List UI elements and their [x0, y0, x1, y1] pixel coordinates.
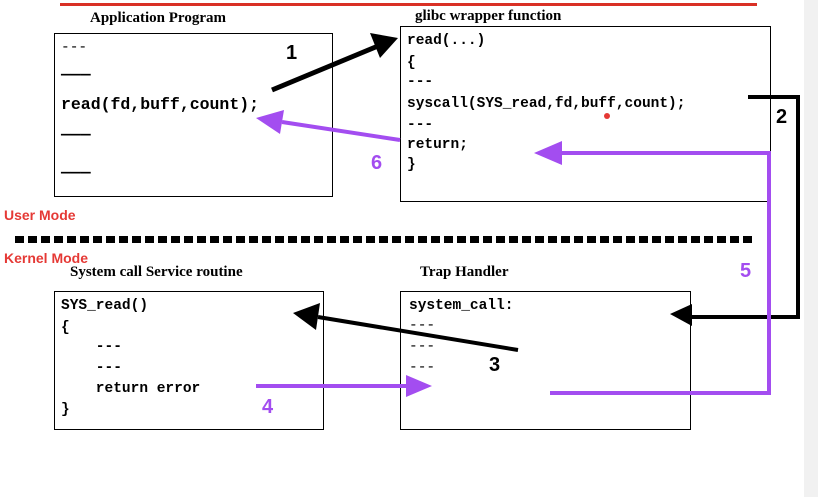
service-line-2: { — [61, 320, 70, 336]
wrapper-line-7: } — [407, 157, 416, 173]
top-rule — [60, 3, 757, 6]
step-4-label: 4 — [262, 396, 274, 418]
service-routine-box — [54, 291, 324, 430]
scrollbar-track[interactable] — [804, 0, 818, 497]
arrow-1 — [271, 33, 398, 93]
app-program-caption: Application Program — [90, 10, 226, 26]
arrow-6 — [256, 110, 401, 142]
step-1-label: 1 — [286, 42, 298, 64]
pointer-dot — [604, 113, 610, 119]
glibc-wrapper-box — [400, 26, 771, 202]
app-program-box — [54, 33, 333, 197]
step-3-label: 3 — [489, 354, 501, 376]
step-2-label: 2 — [776, 106, 788, 128]
app-line-5: ——— — [61, 163, 91, 182]
wrapper-line-3: --- — [407, 74, 434, 90]
trap-line-3: --- — [409, 339, 436, 355]
trap-handler-box — [400, 291, 691, 430]
kernel-mode-label: Kernel Mode — [4, 250, 89, 266]
wrapper-line-5: --- — [407, 117, 434, 133]
service-line-3: --- — [61, 339, 122, 355]
service-line-1: SYS_read() — [61, 298, 149, 314]
wrapper-return: return; — [407, 137, 468, 153]
arrow-5 — [534, 141, 771, 395]
arrow-4 — [256, 375, 432, 397]
service-line-6: } — [61, 402, 70, 418]
wrapper-syscall: syscall(SYS_read,fd,buff,count); — [407, 96, 686, 112]
app-line-1: --- — [61, 40, 88, 56]
trap-line-4: --- — [409, 360, 436, 376]
user-mode-label: User Mode — [4, 207, 76, 223]
arrow-2 — [670, 95, 800, 326]
wrapper-line-1: read(...) — [407, 33, 486, 49]
step-5-label: 5 — [740, 260, 752, 282]
wrapper-line-2: { — [407, 55, 416, 71]
service-return-error: return error — [61, 381, 201, 397]
glibc-wrapper-caption: glibc wrapper function — [415, 8, 562, 24]
trap-system-call: system_call: — [409, 298, 514, 314]
app-line-2: ——— — [61, 65, 91, 84]
trap-line-2: --- — [409, 318, 436, 334]
service-line-4: --- — [61, 360, 122, 376]
mode-divider — [15, 236, 752, 243]
service-routine-caption: System call Service routine — [70, 264, 243, 280]
app-line-4: ——— — [61, 125, 91, 144]
arrow-3 — [293, 303, 519, 352]
app-read-call: read(fd,buff,count); — [61, 95, 260, 114]
step-6-label: 6 — [371, 152, 383, 174]
trap-handler-caption: Trap Handler — [420, 264, 509, 280]
